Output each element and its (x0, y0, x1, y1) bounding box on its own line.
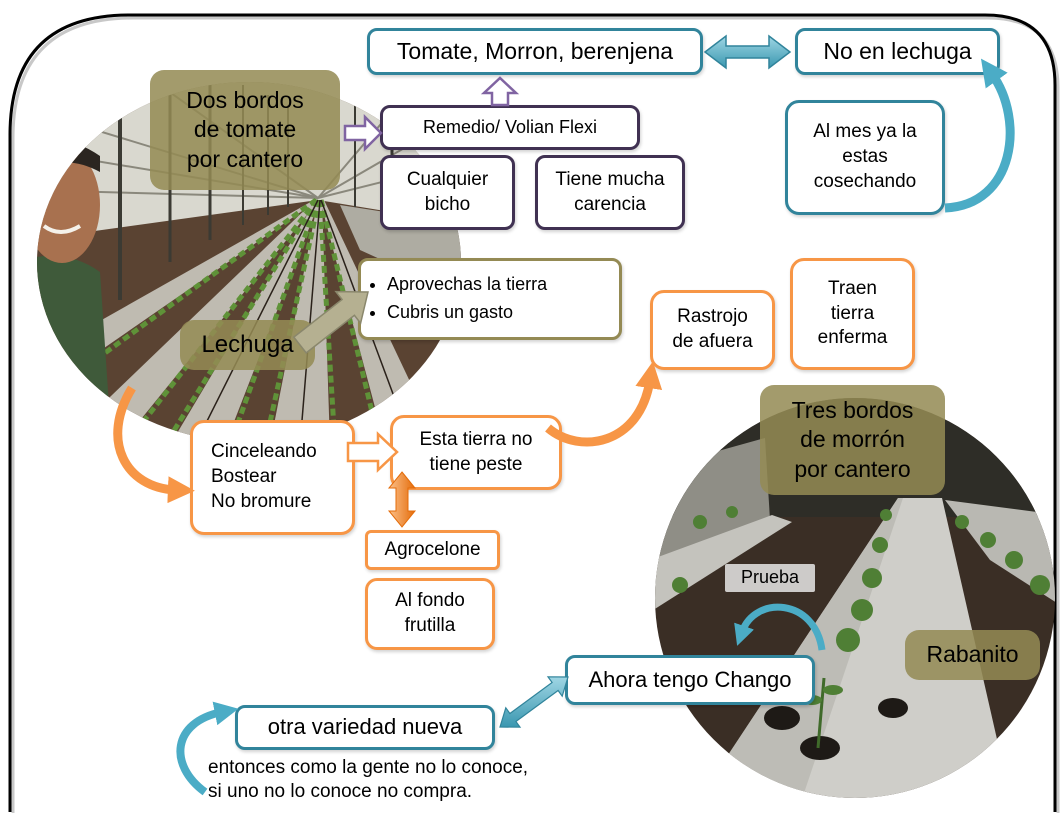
note-text: si uno no lo conoce no compra. (208, 780, 473, 802)
node-cinceleando: Cinceleando Bostear No bromure (190, 420, 355, 535)
node-remedio-volian-flexi: Remedio/ Volian Flexi (380, 105, 640, 150)
node-text: otra variedad nueva (267, 714, 463, 740)
node-agrocelone: Agrocelone (365, 530, 500, 570)
node-text: Tiene mucha (555, 168, 665, 190)
node-esta-tierra-no-tiene-peste: Esta tierra no tiene peste (390, 415, 562, 490)
slide-frame (8, 13, 1057, 812)
node-text: enferma (817, 327, 888, 349)
node-text: Bostear (211, 466, 277, 488)
node-traen-tierra-enferma: Traen tierra enferma (790, 258, 915, 370)
label-tres-bordos-morron: Tres bordos de morrón por cantero (760, 385, 945, 495)
node-ahora-tengo-chango: Ahora tengo Chango (565, 655, 815, 705)
node-text: Lechuga (201, 330, 294, 358)
node-text: Rastrojo (677, 306, 748, 328)
node-text: Traen (828, 277, 877, 299)
node-text: estas (842, 146, 888, 168)
node-text: Al fondo (395, 590, 465, 612)
node-text: frutilla (404, 615, 456, 636)
node-text: cosechando (813, 170, 917, 192)
node-text: bicho (424, 193, 471, 215)
label-rabanito: Rabanito (905, 630, 1040, 680)
node-text: por cantero (186, 145, 304, 172)
note-text: entonces como la gente no lo conoce, (208, 757, 529, 778)
bullet-item: Cubris un gasto (387, 299, 547, 327)
node-text: Al mes ya la (813, 121, 917, 143)
node-text: No bromure (211, 490, 312, 512)
node-text: Rabanito (926, 641, 1019, 668)
node-text: Cualquier (406, 168, 489, 190)
node-otra-variedad-nueva: otra variedad nueva (235, 705, 495, 750)
node-text: Tres bordos (791, 396, 914, 423)
node-text: tierra (830, 302, 875, 324)
node-text: Tomate, Morron, berenjena (396, 37, 674, 64)
node-text: carencia (574, 193, 646, 215)
node-rastrojo-de-afuera: Rastrojo de afuera (650, 290, 775, 370)
label-prueba: Prueba (725, 564, 815, 592)
node-text: tiene peste (429, 453, 523, 475)
node-al-mes-cosechando: Al mes ya la estas cosechando (785, 100, 945, 215)
node-no-en-lechuga: No en lechuga (795, 28, 1000, 75)
node-text: Cinceleando (211, 441, 317, 463)
label-dos-bordos-tomate: Dos bordos de tomate por cantero (150, 70, 340, 190)
node-text: Ahora tengo Chango (588, 666, 792, 692)
bullet-item: Aprovechas la tierra (387, 271, 547, 299)
node-text: por cantero (794, 455, 911, 482)
node-tiene-mucha-carencia: Tiene mucha carencia (535, 155, 685, 230)
node-al-fondo-frutilla: Al fondo frutilla (365, 578, 495, 650)
node-text: de tomate (193, 116, 297, 143)
node-text: No en lechuga (823, 37, 972, 64)
node-text: Remedio/ Volian Flexi (422, 116, 598, 137)
node-text: Prueba (740, 567, 800, 588)
node-text: Dos bordos (186, 86, 304, 113)
note-entonces-no-compra: entonces como la gente no lo conoce, si … (208, 756, 528, 804)
node-text: de afuera (672, 331, 753, 352)
node-cualquier-bicho: Cualquier bicho (380, 155, 515, 230)
node-tomate-morron-berenjena: Tomate, Morron, berenjena (367, 28, 703, 75)
node-text: de morrón (800, 426, 905, 453)
node-text: Agrocelone (384, 538, 481, 560)
bullet-list: Aprovechas la tierra Cubris un gasto (361, 271, 547, 327)
node-aprovechas-la-tierra: Aprovechas la tierra Cubris un gasto (358, 258, 622, 340)
label-lechuga: Lechuga (180, 320, 315, 370)
node-text: Esta tierra no (419, 428, 533, 450)
